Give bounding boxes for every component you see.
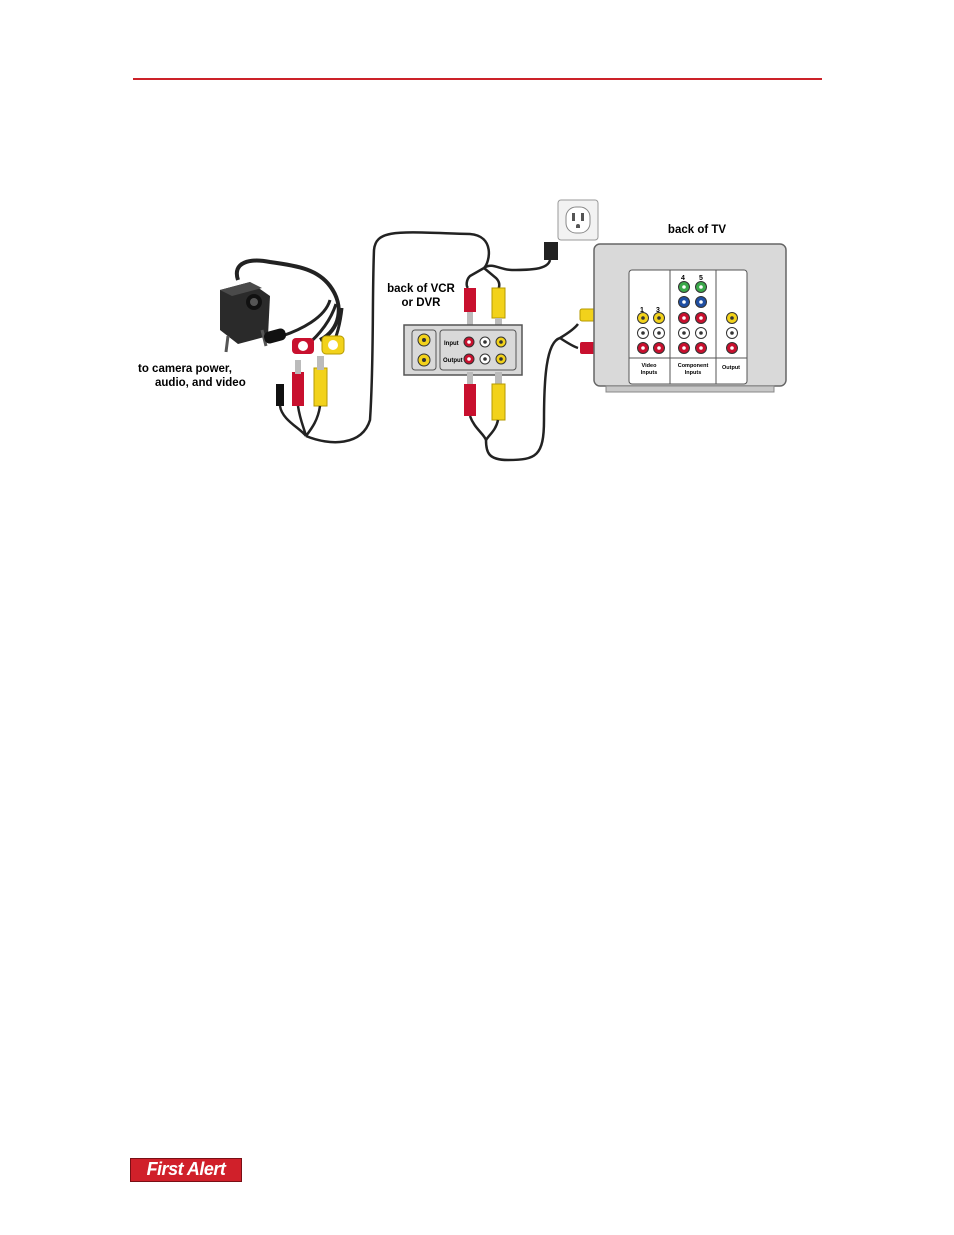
tv-component-inputs-label-2: Inputs — [685, 370, 702, 376]
vcr-output-label: Output — [443, 358, 463, 364]
wall-outlet-icon — [558, 200, 598, 240]
tv-label: back of TV — [668, 224, 726, 236]
tv-video-inputs-label-1: Video — [642, 363, 658, 369]
camera-label-line2: audio, and video — [155, 377, 246, 389]
vcr-label-line2: or DVR — [402, 297, 442, 309]
tv-output-label: Output — [722, 365, 740, 371]
vcr-input-plugs — [464, 288, 505, 330]
tv-video-inputs-label-2: Inputs — [641, 370, 658, 376]
tv-back-panel: 1 3 4 5 Video Inputs Component Inputs Ou… — [594, 244, 786, 392]
tv-component-inputs-label-1: Component — [678, 363, 709, 369]
power-adapter-icon — [467, 242, 558, 290]
vcr-input-label: Input — [444, 341, 459, 347]
connection-diagram: Input Output 1 3 4 — [0, 0, 954, 500]
tv-col-4-label: 4 — [681, 275, 685, 282]
vcr-label-line1: back of VCR — [387, 283, 455, 295]
tv-col-5-label: 5 — [699, 275, 703, 282]
camera-label-line1: to camera power, — [138, 363, 232, 375]
logo-text: First Alert — [130, 1159, 242, 1180]
camera-adapter-connectors — [263, 300, 344, 354]
first-alert-logo: First Alert — [130, 1158, 242, 1182]
vcr-back-panel: Input Output — [404, 325, 522, 375]
